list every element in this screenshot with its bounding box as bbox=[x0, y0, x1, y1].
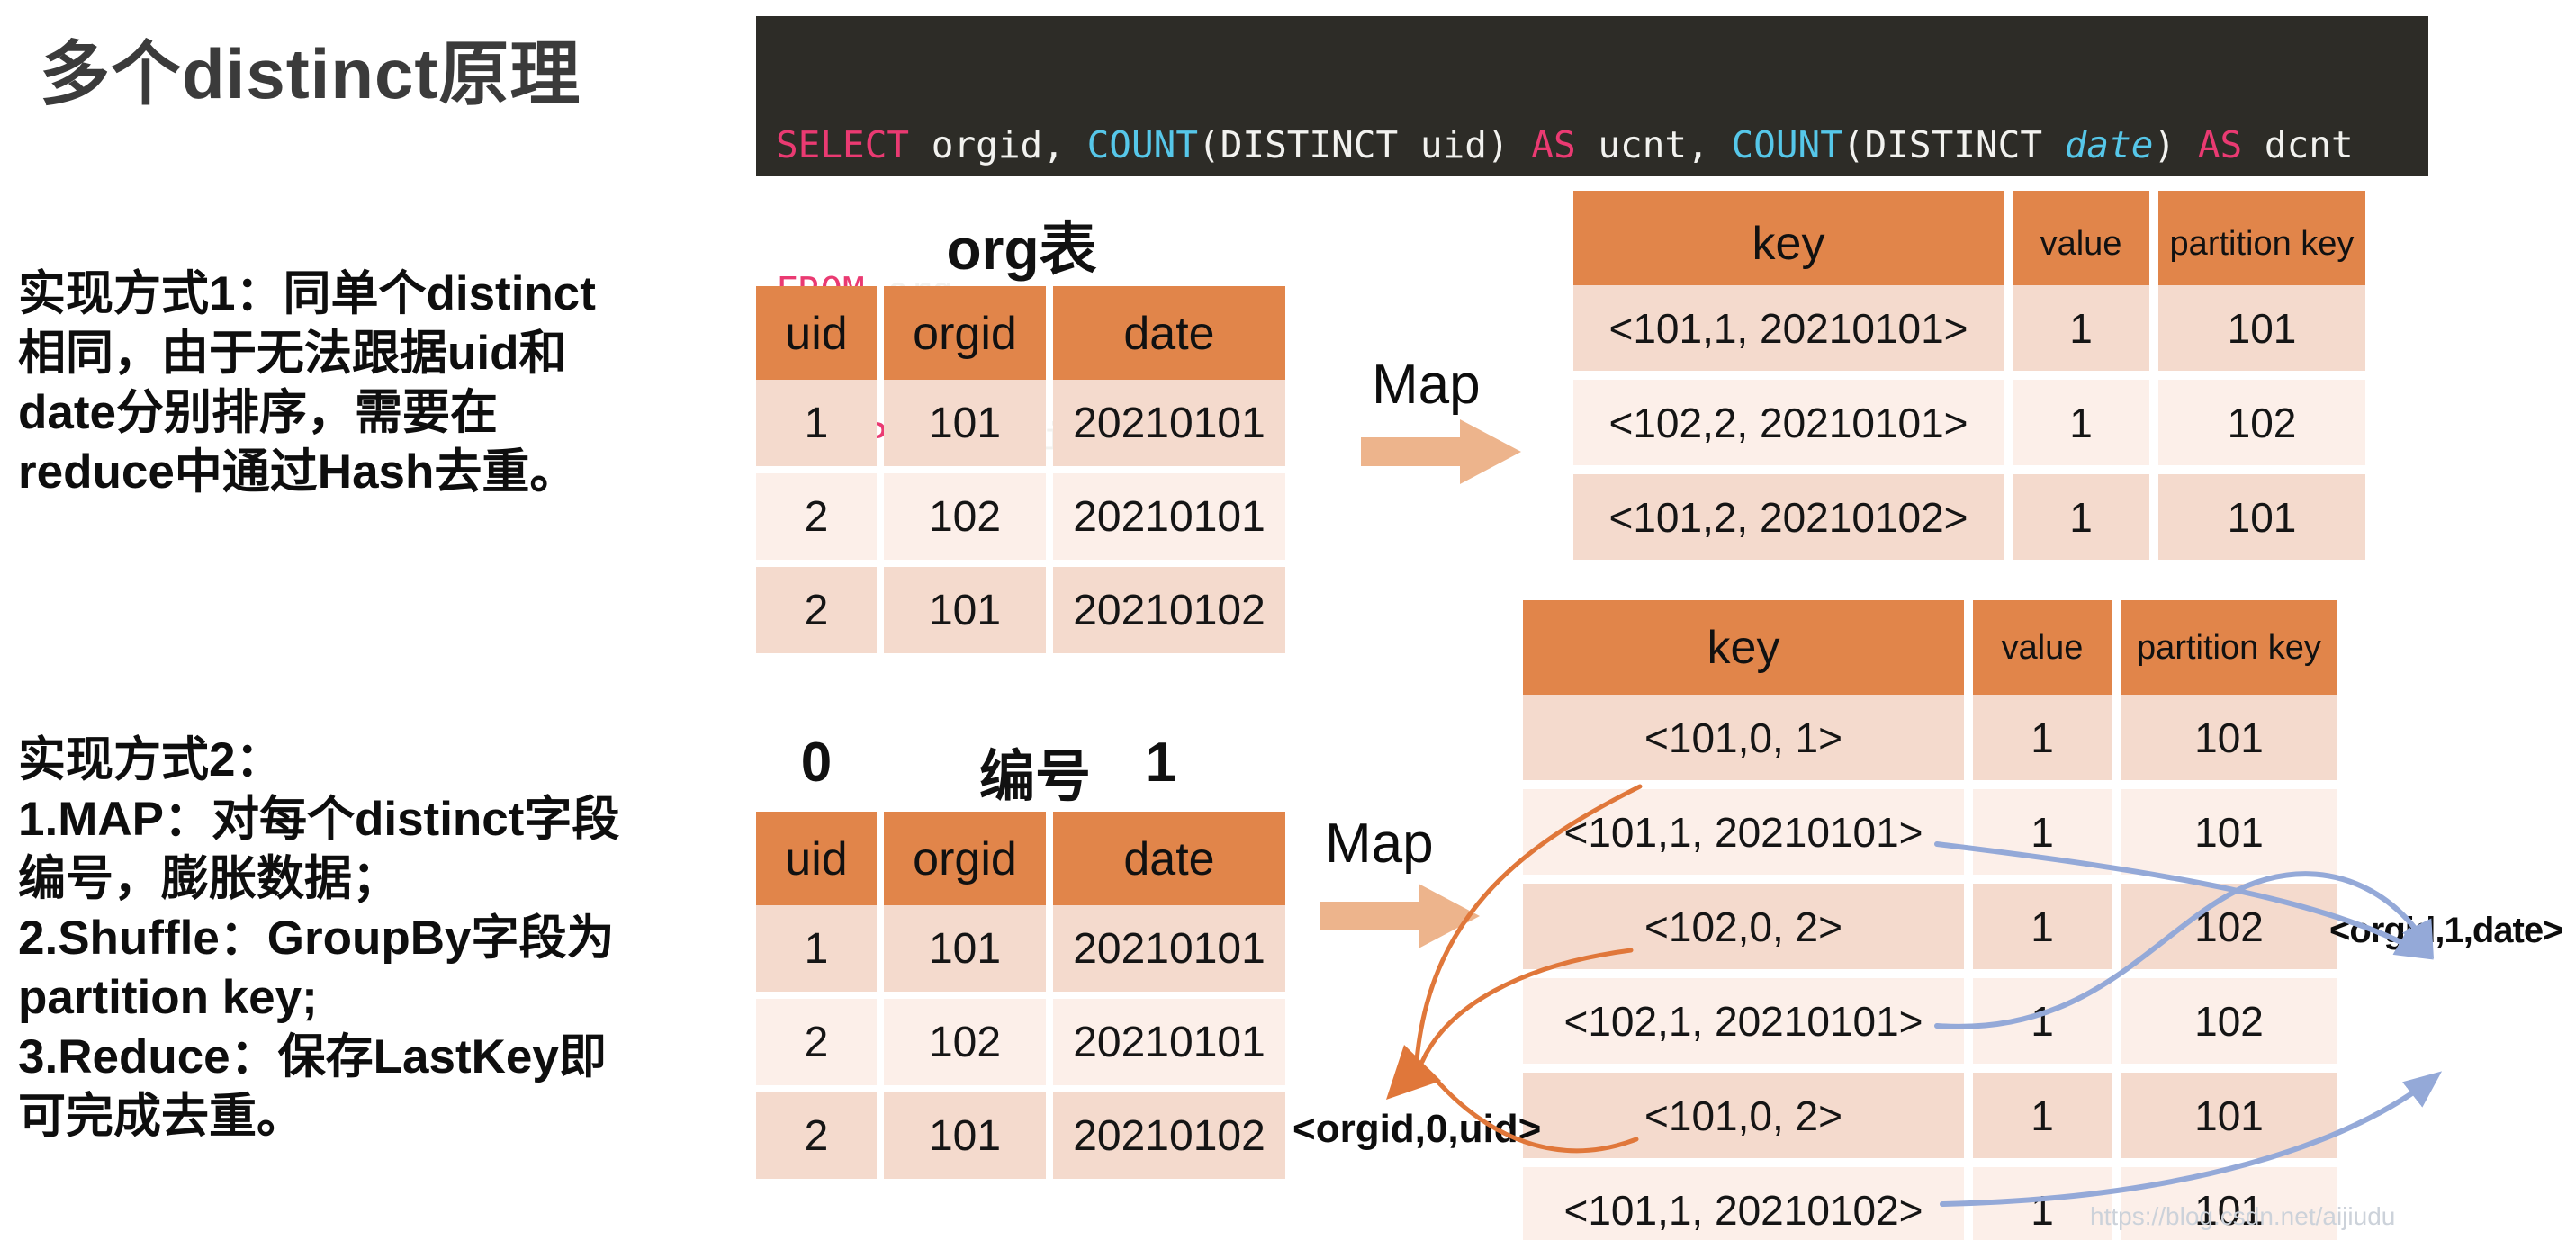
sql-token: AS bbox=[1531, 123, 1576, 166]
table-cell: 101 bbox=[2121, 789, 2337, 875]
shuffle-table-method2: key value partition key <101,0, 1> 1 101… bbox=[1523, 600, 2337, 1240]
table-cell: <102,0, 2> bbox=[1523, 884, 1964, 969]
table-cell: 101 bbox=[884, 567, 1046, 653]
table-cell: 2 bbox=[756, 473, 877, 560]
column-header: key bbox=[1523, 600, 1964, 696]
impl-method-1-paragraph: 实现方式1：同单个distinct 相同，由于无法跟据uid和 date分别排序… bbox=[18, 265, 596, 502]
table-cell: 2 bbox=[756, 1092, 877, 1179]
sql-line-1: SELECT orgid, COUNT(DISTINCT uid) AS ucn… bbox=[776, 121, 2409, 169]
sql-token: orgid, bbox=[909, 123, 1087, 166]
table-cell: 101 bbox=[2121, 1073, 2337, 1158]
column-header: uid bbox=[756, 812, 877, 907]
paragraph-line: 实现方式1：同单个distinct bbox=[18, 267, 596, 320]
table-cell: 20210102 bbox=[1053, 1092, 1285, 1179]
table-cell: 1 bbox=[2013, 474, 2149, 560]
table-cell: 101 bbox=[2158, 474, 2365, 560]
map-block-arrow-icon bbox=[1361, 419, 1521, 484]
table-cell: 20210101 bbox=[1053, 905, 1285, 992]
sql-token: SELECT bbox=[776, 123, 910, 166]
table-cell: <101,0, 1> bbox=[1523, 695, 1964, 780]
column-header: partition key bbox=[2121, 600, 2337, 696]
table-cell: 101 bbox=[884, 380, 1046, 466]
table-cell: 1 bbox=[1973, 978, 2112, 1064]
paragraph-line: partition key; bbox=[18, 971, 318, 1024]
table-cell: 2 bbox=[756, 567, 877, 653]
column-header: value bbox=[2013, 191, 2149, 297]
numbering-label: 编号 bbox=[978, 746, 1091, 808]
column-header: uid bbox=[756, 286, 877, 382]
impl-method-2-paragraph: 实现方式2： 1.MAP：对每个distinct字段 编号，膨胀数据； 2.Sh… bbox=[18, 731, 619, 1146]
org-table: uid orgid date 1 101 20210101 2 102 2021… bbox=[756, 286, 1285, 653]
uid-key-format-label: <orgid,0,uid> bbox=[1293, 1107, 1542, 1151]
paragraph-line: 3.Reduce：保存LastKey即 bbox=[18, 1030, 607, 1083]
sql-token: date bbox=[2064, 123, 2154, 166]
column-header: key bbox=[1573, 191, 2004, 297]
paragraph-line: 可完成去重。 bbox=[18, 1090, 304, 1143]
table-cell: 1 bbox=[1973, 884, 2112, 969]
table-cell: 20210101 bbox=[1053, 999, 1285, 1085]
uid-flow-arrowhead bbox=[1386, 1045, 1441, 1100]
table-cell: 1 bbox=[1973, 789, 2112, 875]
table-cell: 101 bbox=[2158, 285, 2365, 371]
table-cell: 1 bbox=[1973, 695, 2112, 780]
table-cell: 101 bbox=[884, 1092, 1046, 1179]
sql-token: (DISTINCT uid) bbox=[1198, 123, 1532, 166]
paragraph-line: 编号，膨胀数据； bbox=[18, 852, 400, 905]
paragraph-line: date分别排序，需要在 bbox=[18, 386, 498, 439]
table-cell: <101,1, 20210101> bbox=[1523, 789, 1964, 875]
table-cell: <101,2, 20210102> bbox=[1573, 474, 2004, 560]
paragraph-line: 相同，由于无法跟据uid和 bbox=[18, 327, 567, 380]
table-cell: 102 bbox=[2121, 978, 2337, 1064]
table-cell: 1 bbox=[756, 905, 877, 992]
table-cell: 1 bbox=[2013, 380, 2149, 465]
column-header: partition key bbox=[2158, 191, 2365, 297]
map-step-label: Map bbox=[1372, 354, 1481, 416]
page-title: 多个distinct原理 bbox=[40, 34, 581, 113]
table-cell: <102,1, 20210101> bbox=[1523, 978, 1964, 1064]
column-header: date bbox=[1053, 812, 1285, 907]
sql-code-block: SELECT orgid, COUNT(DISTINCT uid) AS ucn… bbox=[756, 16, 2428, 458]
paragraph-line: 实现方式2： bbox=[18, 733, 284, 786]
table-cell: 1 bbox=[2013, 285, 2149, 371]
paragraph-line: 2.Shuffle：GroupBy字段为 bbox=[18, 912, 615, 965]
column-header: date bbox=[1053, 286, 1285, 382]
sql-token: COUNT bbox=[1086, 123, 1199, 166]
map-step-label: Map bbox=[1325, 813, 1434, 875]
table-cell: 102 bbox=[884, 999, 1046, 1085]
shuffle-table-method1: key value partition key <101,1, 20210101… bbox=[1573, 191, 2365, 560]
column-header: orgid bbox=[884, 286, 1046, 382]
table-cell: 101 bbox=[884, 905, 1046, 992]
table-cell: 2 bbox=[756, 999, 877, 1085]
column-header: value bbox=[1973, 600, 2112, 696]
table-cell: 102 bbox=[2158, 380, 2365, 465]
sql-token: ) bbox=[2153, 123, 2198, 166]
date-key-format-label: <orgid,1,date> bbox=[2329, 911, 2563, 950]
sql-token: dcnt bbox=[2242, 123, 2354, 166]
paragraph-line: 1.MAP：对每个distinct字段 bbox=[18, 793, 620, 846]
table-cell: <101,0, 2> bbox=[1523, 1073, 1964, 1158]
map-block-arrow-icon bbox=[1320, 884, 1480, 948]
table-cell: <101,1, 20210101> bbox=[1573, 285, 2004, 371]
distinct-field-number-0: 0 bbox=[800, 732, 833, 794]
sql-token: ucnt, bbox=[1575, 123, 1732, 166]
column-header: orgid bbox=[884, 812, 1046, 907]
table-cell: 102 bbox=[884, 473, 1046, 560]
org-table-numbered: uid orgid date 1 101 20210101 2 102 2021… bbox=[756, 812, 1285, 1179]
org-table-title: org表 bbox=[946, 217, 1097, 282]
table-cell: 20210101 bbox=[1053, 380, 1285, 466]
table-cell: 101 bbox=[2121, 695, 2337, 780]
table-cell: 1 bbox=[1973, 1073, 2112, 1158]
table-cell: 102 bbox=[2121, 884, 2337, 969]
paragraph-line: reduce中通过Hash去重。 bbox=[18, 445, 578, 499]
sql-token: (DISTINCT bbox=[1842, 123, 2065, 166]
table-cell: 20210101 bbox=[1053, 473, 1285, 560]
sql-token: AS bbox=[2197, 123, 2243, 166]
table-cell: <102,2, 20210101> bbox=[1573, 380, 2004, 465]
table-cell: 20210102 bbox=[1053, 567, 1285, 653]
distinct-field-number-1: 1 bbox=[1145, 732, 1177, 794]
watermark-url: https://blog.csdn.net/aijiudu bbox=[2090, 1202, 2396, 1230]
table-cell: <101,1, 20210102> bbox=[1523, 1167, 1964, 1240]
table-cell: 1 bbox=[756, 380, 877, 466]
sql-token: COUNT bbox=[1731, 123, 1842, 166]
